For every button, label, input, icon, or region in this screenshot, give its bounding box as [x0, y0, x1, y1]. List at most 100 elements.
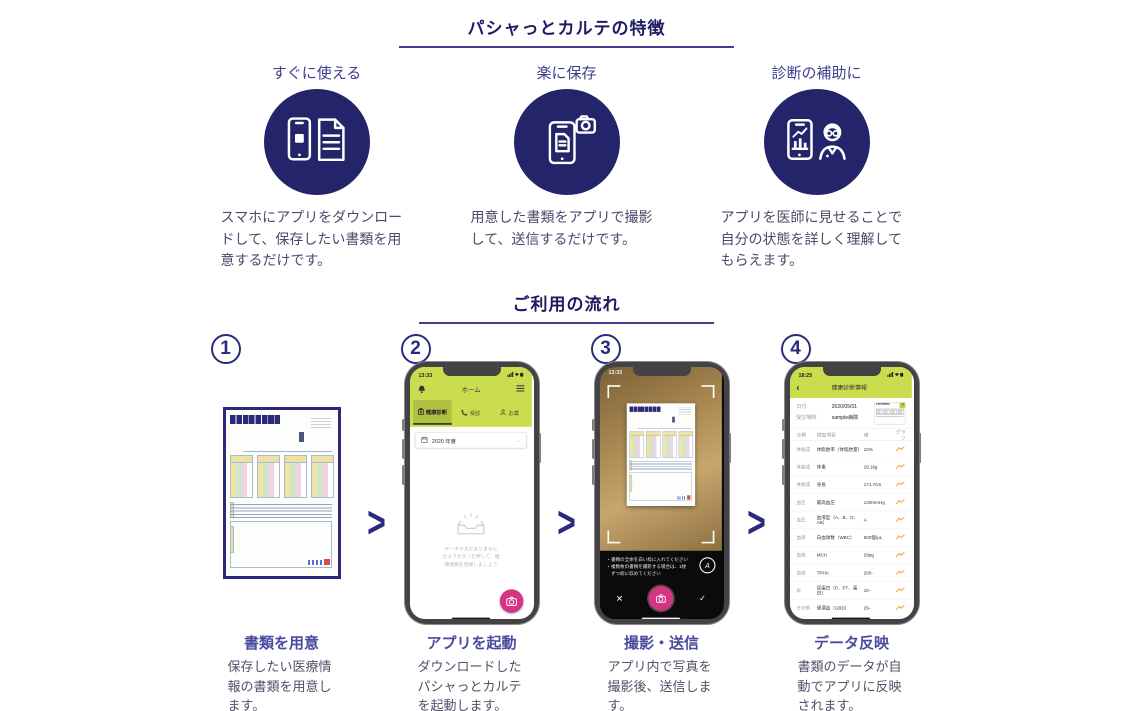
- doc-title-bar: [875, 403, 890, 405]
- table-row: 血液白血球数（WBC）500個/μL: [789, 529, 912, 547]
- trend-graph-icon[interactable]: [894, 587, 905, 594]
- row-category: 体組成: [795, 464, 810, 470]
- row-item: 体脂肪率（体脂肪量）: [816, 446, 862, 452]
- feature-easy-save: 楽に保存: [442, 62, 692, 272]
- status-time: 13:33: [418, 372, 432, 379]
- features-section: パシャっとカルテの特徴 すぐに使える: [0, 14, 1133, 272]
- doc-table: [645, 431, 660, 458]
- phone-side-button: [782, 465, 785, 486]
- trend-graph-icon[interactable]: [894, 481, 905, 488]
- trend-graph-icon[interactable]: [894, 569, 905, 576]
- phone-side-button: [592, 439, 595, 460]
- trend-graph-icon[interactable]: [894, 446, 905, 453]
- phone-notch: [442, 367, 501, 377]
- camera-viewfinder: 13:32: [599, 367, 722, 551]
- step-caption-description: 保存したい医療情報の書類を用意します。: [227, 659, 332, 711]
- phone-side-button: [592, 419, 595, 432]
- feature-circle: [763, 89, 870, 195]
- doc-table: [897, 408, 904, 415]
- feature-circle: [263, 89, 370, 195]
- row-category: 血圧: [795, 499, 806, 505]
- camera-fab-button[interactable]: [499, 589, 523, 613]
- doc-text-lines: [628, 460, 692, 471]
- year-filter-dropdown[interactable]: 2020 年度 ⌄: [414, 432, 527, 449]
- column-header: グラフ: [895, 428, 905, 442]
- menu-icon[interactable]: [515, 385, 524, 395]
- camera-hint-text: ・書類の全体を白い枠に入れてください ・複数枚の書類を撮影する場合は、1枚 ずつ…: [605, 556, 688, 576]
- doc-footer-marks: [308, 560, 322, 566]
- trend-graph-icon[interactable]: [894, 604, 905, 612]
- app-header: 13:33: [409, 367, 532, 427]
- feature-description: スマホにアプリをダウンロードして、保存したい書類を用意するだけです。: [220, 209, 403, 269]
- doc-side-tab: [628, 475, 632, 492]
- table-header: 分類 検査項目 値 グラフ: [789, 428, 912, 442]
- tab-consultation[interactable]: 受診: [451, 400, 489, 425]
- row-value: 29.1kg: [863, 464, 877, 470]
- shutter-button[interactable]: [648, 586, 673, 611]
- phone-side-button: [402, 419, 405, 432]
- step-caption: アプリを起動 ダウンロードしたパシャっとカルテを起動します。: [393, 632, 551, 711]
- feature-description: 用意した書類をアプリで撮影して、送信するだけです。: [470, 209, 653, 247]
- doc-title-bar: [229, 415, 282, 425]
- trend-graph-icon[interactable]: [894, 516, 905, 523]
- back-icon[interactable]: ‹: [795, 382, 799, 393]
- features-title-underline: [399, 46, 734, 48]
- step-number-badge: 3: [590, 334, 621, 365]
- column-header: 分類: [795, 432, 806, 438]
- status-bar: 13:33: [410, 367, 532, 379]
- doc-photo-box: [671, 416, 675, 423]
- row-category: 体組成: [795, 446, 810, 453]
- doc-table: [229, 454, 254, 499]
- document-being-photographed: [626, 403, 695, 507]
- phone-side-button: [592, 465, 595, 486]
- step-caption: 撮影・送信 アプリ内で写真を撮影後、送信します。: [583, 632, 741, 711]
- row-category: 血液: [795, 552, 806, 558]
- nav-title: 健康診断情報: [831, 384, 867, 392]
- phone-notch: [632, 367, 691, 377]
- step-caption-description: アプリ内で写真を撮影後、送信します。: [607, 659, 712, 711]
- feature-title: 楽に保存: [536, 65, 597, 82]
- flow-row: 1: [0, 334, 1133, 711]
- tab-medicine[interactable]: お薬: [490, 400, 528, 425]
- feature-title: すぐに使える: [271, 65, 362, 82]
- doc-table: [661, 431, 677, 458]
- doc-rule: [637, 428, 692, 430]
- row-value: 171.7cm: [863, 481, 881, 488]
- flow-arrow-icon: >: [367, 497, 386, 547]
- flash-auto-icon[interactable]: A: [698, 557, 715, 574]
- doc-side-tab: [229, 526, 235, 553]
- doc-text-lines: [875, 414, 903, 417]
- step-number-badge: 2: [400, 334, 431, 365]
- close-icon[interactable]: ✕: [615, 594, 623, 604]
- phone-side-button: [402, 465, 405, 486]
- nav-bar: ホーム: [410, 379, 532, 400]
- step-number-badge: 1: [210, 334, 241, 365]
- document-thumbnail[interactable]: ✓: [873, 402, 905, 425]
- trend-graph-icon[interactable]: [894, 551, 905, 559]
- row-item: 血液型（A、B、O、AB）: [816, 514, 858, 526]
- info-value: sample病院: [831, 414, 858, 421]
- trend-graph-icon[interactable]: [894, 534, 905, 541]
- trend-graph-icon[interactable]: [894, 498, 905, 506]
- row-item: 白血球数（WBC）: [816, 534, 855, 541]
- tab-health-checkup[interactable]: 健康診断: [412, 400, 452, 425]
- table-row: 血圧血液型（A、B、O、AB）A: [789, 511, 912, 530]
- doc-table: [890, 408, 897, 415]
- feature-diagnosis-aid: 診断の補助に: [692, 62, 942, 272]
- step-caption-title: アプリを起動: [426, 635, 517, 653]
- phone-data-screen: 18:25: [782, 362, 921, 625]
- step-4-data-reflected: 4 18:25: [773, 334, 931, 711]
- confirm-check-icon[interactable]: ✓: [698, 594, 706, 604]
- doc-footer-marks: [676, 496, 686, 500]
- flow-arrow-icon: >: [747, 497, 766, 547]
- phone-camera-screen: 13:32: [592, 362, 731, 625]
- row-category: 血圧: [795, 517, 806, 523]
- trend-graph-icon[interactable]: [894, 463, 905, 471]
- feature-title: 診断の補助に: [771, 65, 862, 82]
- bell-icon[interactable]: [417, 383, 426, 395]
- row-value: 200-: [863, 570, 873, 576]
- phone-side-button: [538, 433, 541, 464]
- phone-screen: 13:33: [409, 367, 534, 620]
- nav-title: ホーム: [461, 386, 481, 394]
